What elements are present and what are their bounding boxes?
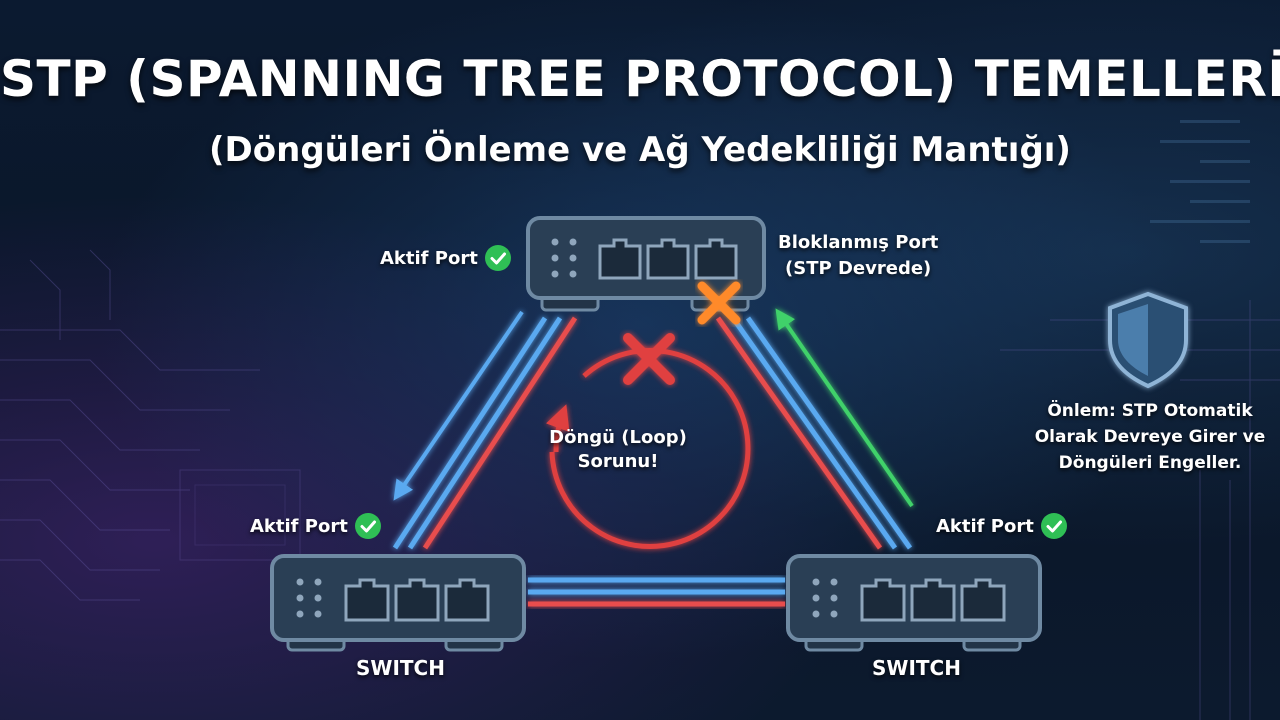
link-top-right-blue-b xyxy=(745,316,913,550)
arrow-blue-down-left xyxy=(393,310,524,501)
link-top-left xyxy=(392,316,578,550)
label-switch-left: SWITCH xyxy=(356,656,445,680)
orange-x-icon xyxy=(697,281,741,325)
label-blocked-port-line2: (STP Devrede) xyxy=(785,258,932,279)
label-loop-problem: Döngü (Loop) Sorunu! xyxy=(548,426,688,474)
check-circle-icon xyxy=(1040,513,1067,539)
label-active-port-left: Aktif Port xyxy=(250,512,382,540)
label-loop-line2: Sorunu! xyxy=(577,451,659,472)
link-top-left-blue-a xyxy=(392,316,548,550)
label-active-port-left-text: Aktif Port xyxy=(250,515,348,537)
link-top-right-red xyxy=(715,316,883,550)
label-blocked-port: Bloklanmış Port (STP Devrede) xyxy=(778,230,938,282)
link-top-left-red xyxy=(422,316,578,550)
arrow-green-up-right xyxy=(775,308,914,508)
background-data-bars xyxy=(1150,120,1250,243)
switch-right xyxy=(786,554,1042,652)
link-top-left-blue-b xyxy=(407,316,563,550)
label-prevention-line3: Döngüleri Engeller. xyxy=(1058,453,1242,473)
shield-icon xyxy=(1108,291,1188,389)
red-x-icon xyxy=(623,333,675,385)
label-prevention-line1: Önlem: STP Otomatik xyxy=(1047,401,1253,421)
label-active-port-right-text: Aktif Port xyxy=(936,515,1034,537)
label-active-port-right: Aktif Port xyxy=(936,512,1068,540)
label-prevention-line2: Olarak Devreye Girer ve xyxy=(1034,427,1266,447)
check-circle-icon xyxy=(484,245,511,271)
label-prevention: Önlem: STP Otomatik Olarak Devreye Girer… xyxy=(1022,398,1278,476)
label-switch-right: SWITCH xyxy=(872,656,961,680)
label-active-port-top: Aktif Port xyxy=(380,244,512,272)
link-top-right xyxy=(715,316,913,550)
label-active-port-top-text: Aktif Port xyxy=(380,247,478,269)
page-subtitle: (Döngüleri Önleme ve Ağ Yedekliliği Mant… xyxy=(209,130,1071,170)
background-circuitry xyxy=(0,249,1280,720)
link-bottom xyxy=(528,577,785,607)
label-blocked-port-line1: Bloklanmış Port xyxy=(778,232,939,253)
check-circle-icon xyxy=(354,513,381,539)
link-top-right-blue-a xyxy=(730,316,898,550)
page-title: STP (SPANNING TREE PROTOCOL) TEMELLERİ xyxy=(0,50,1280,108)
switch-left xyxy=(270,554,526,652)
label-loop-line1: Döngü (Loop) xyxy=(549,427,687,448)
